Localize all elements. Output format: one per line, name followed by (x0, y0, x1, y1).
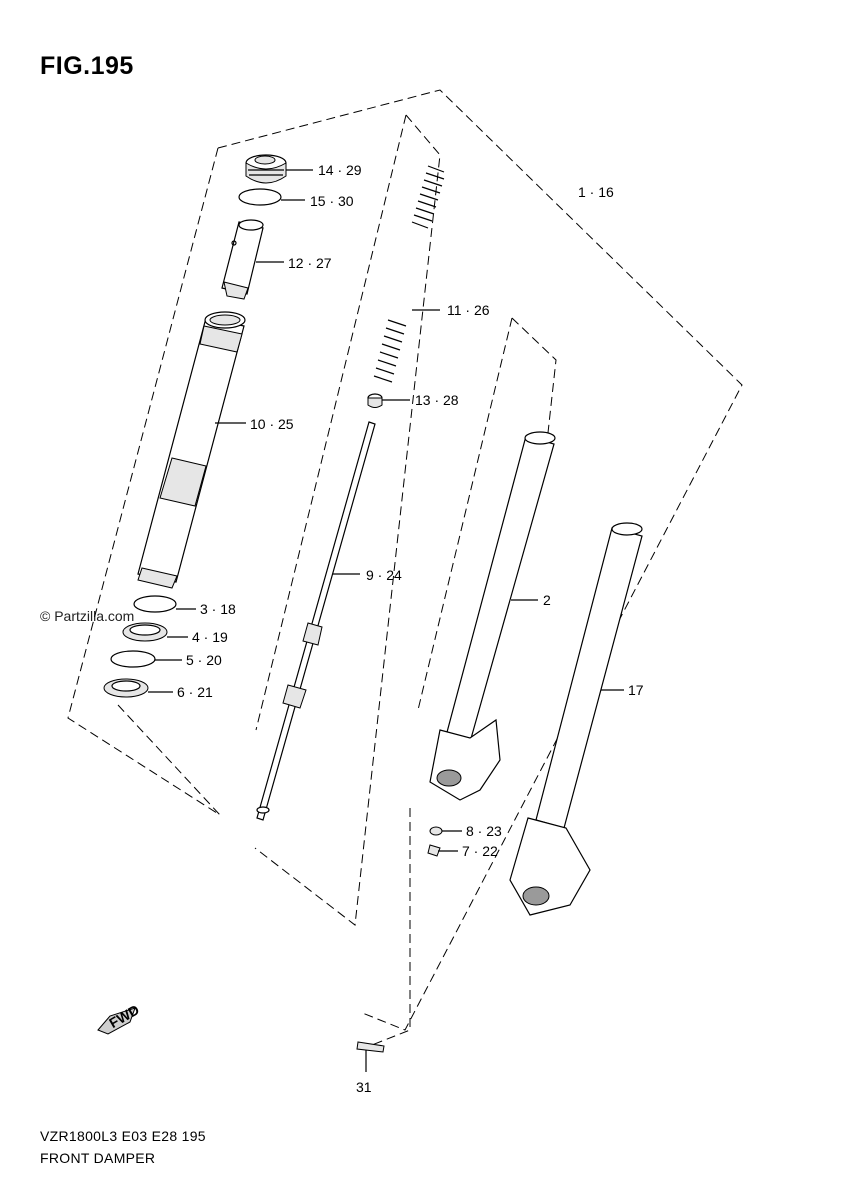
callout-13-28: 13 · 28 (415, 392, 459, 408)
leader-lines (148, 169, 624, 1072)
inner-tube-right (509, 522, 643, 916)
footer-model-code: VZR1800L3 E03 E28 195 (40, 1128, 206, 1144)
bushing (133, 595, 177, 613)
callout-10-25: 10 · 25 (250, 416, 294, 432)
drain-bolt (427, 844, 441, 857)
outer-fork-tube (137, 311, 246, 589)
spring-collar (367, 393, 383, 408)
footer-diagram-name: FRONT DAMPER (40, 1150, 156, 1166)
right-boundary (511, 317, 557, 461)
callout-8-23: 8 · 23 (466, 823, 502, 839)
o-ring (238, 188, 282, 206)
watermark: © Partzilla.com (40, 608, 135, 624)
callout-6-21: 6 · 21 (177, 684, 213, 700)
assembly-boundaries (67, 89, 743, 1046)
callout-14-29: 14 · 29 (318, 162, 362, 178)
callout-labels: 14 · 29 15 · 30 12 · 27 10 · 25 3 · 18 4… (177, 162, 644, 1095)
callout-7-22: 7 · 22 (462, 843, 498, 859)
callout-11-26: 11 · 26 (447, 302, 490, 318)
circlip (110, 650, 156, 668)
left-lower-boundary (117, 704, 221, 816)
callout-9-24: 9 · 24 (366, 567, 402, 583)
inner-tube-left (429, 431, 556, 801)
callout-3-18: 3 · 18 (200, 601, 236, 617)
callout-31: 31 (356, 1079, 372, 1095)
callout-4-19: 4 · 19 (192, 629, 228, 645)
middle-boundary (254, 114, 441, 926)
callout-12-27: 12 · 27 (288, 255, 332, 271)
oil-seal (122, 622, 168, 642)
washer (429, 826, 443, 836)
forward-badge-label: FWD (106, 1001, 142, 1031)
axle-bolt (356, 1041, 385, 1053)
forward-direction-badge: FWD (97, 1001, 142, 1035)
callout-5-20: 5 · 20 (186, 652, 222, 668)
middle-left-boundary (255, 114, 407, 731)
figure-title: FIG.195 (40, 52, 134, 80)
fork-springs (373, 165, 445, 383)
callout-17: 17 (628, 682, 644, 698)
callout-1-16: 1 · 16 (578, 184, 614, 200)
fork-cap-bolt (245, 154, 287, 184)
left-boundary (67, 147, 221, 816)
dust-seal (103, 678, 149, 698)
bolt-boundary (371, 808, 411, 1046)
outer-boundary (217, 89, 743, 1031)
spacer-tube (221, 219, 264, 300)
damper-rod (256, 421, 376, 821)
callout-15-30: 15 · 30 (310, 193, 354, 209)
right-left-boundary (417, 317, 513, 711)
callout-2: 2 (543, 592, 551, 608)
